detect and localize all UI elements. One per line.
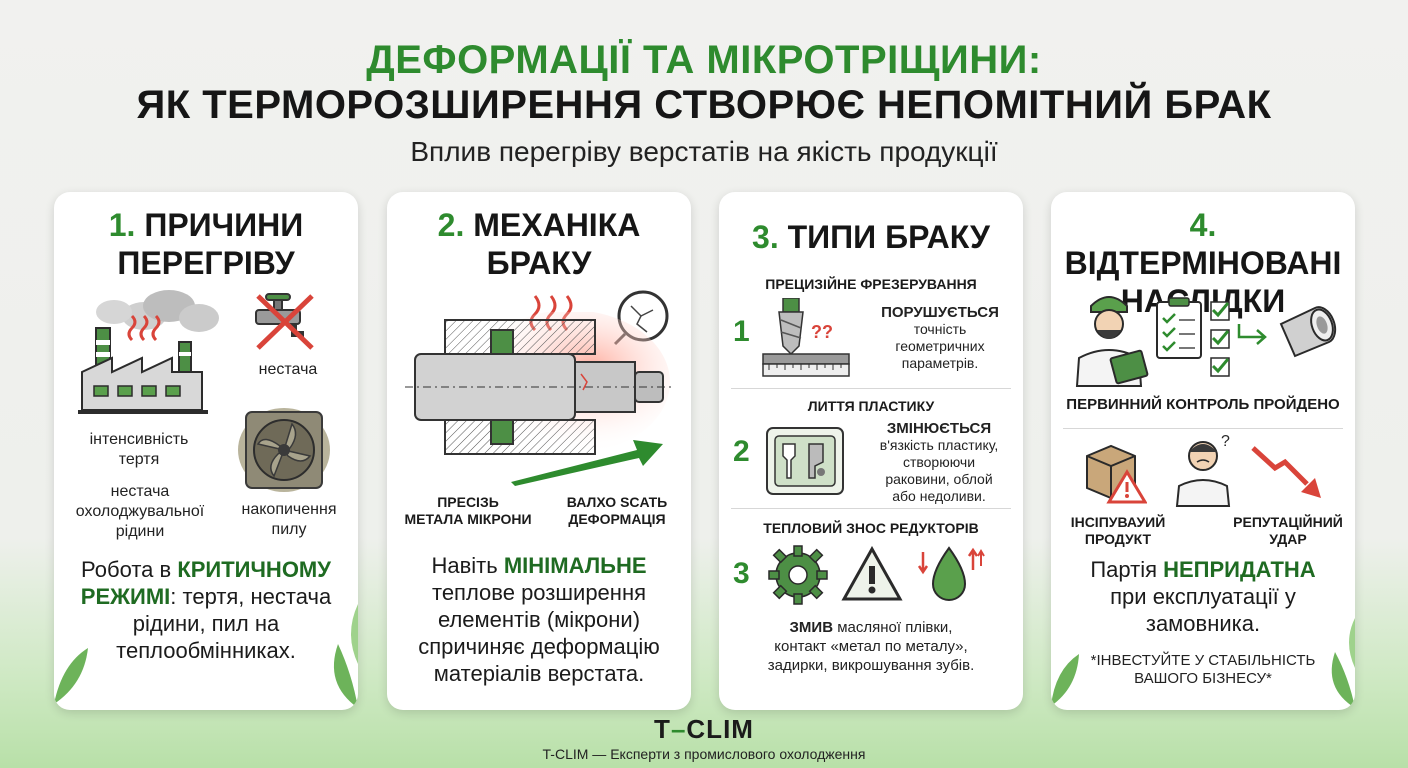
card-mechanics: 2. МЕХАНІКА БРАКУ bbox=[387, 192, 691, 710]
factory-icon bbox=[78, 290, 219, 414]
label-product-1: ІНСІПУВАУИЙ bbox=[1070, 514, 1166, 530]
note-line-1: *ІНВЕСТУЙТЕ У СТАБІЛЬНІСТЬ bbox=[1090, 652, 1316, 669]
label-metal-2: МЕТАЛА МІКРОНИ bbox=[404, 511, 532, 527]
flow-arrow-icon bbox=[1237, 324, 1267, 345]
card-title: 4. ВІДТЕРМІНОВАНІ НАСЛІДКИ bbox=[1064, 207, 1342, 319]
card-title: 2. МЕХАНІКА БРАКУ bbox=[437, 207, 641, 281]
divider bbox=[731, 508, 1011, 509]
label-coolant-3: рідини bbox=[115, 523, 165, 540]
section-plastic-title: ЛИТТЯ ПЛАСТИКУ bbox=[807, 398, 935, 414]
control-label: ПЕРВИННИЙ КОНТРОЛЬ ПРОЙДЕНО bbox=[1066, 396, 1340, 413]
warning-triangle-icon bbox=[841, 546, 903, 601]
section-gearbox-text: ЗМИВ масляної плівки, контакт «метал по … bbox=[767, 619, 975, 674]
card-description: Навіть МІНІМАЛЬНЕ теплове розширення еле… bbox=[418, 553, 660, 686]
confused-person-icon: ? bbox=[1175, 433, 1231, 507]
section-plastic-text: ЗМІНЮЄТЬСЯ в'язкість пластику, створюючи… bbox=[879, 420, 999, 504]
section-gearbox-number: 3 bbox=[733, 557, 750, 590]
card-description: Партія НЕПРИДАТНА при експлуатації у зам… bbox=[1090, 557, 1316, 636]
section-milling-number: 1 bbox=[733, 315, 750, 348]
t-clim-logo: T–CLIM bbox=[654, 714, 754, 744]
label-reputation-1: РЕПУТАЦІЙНИЙ bbox=[1233, 514, 1343, 530]
label-friction-2: тертя bbox=[118, 451, 160, 468]
section-plastic-number: 2 bbox=[733, 435, 750, 468]
header: ДЕФОРМАЦІЇ ТА МІКРОТРІЩИНИ: ЯК ТЕРМОРОЗШ… bbox=[0, 38, 1408, 168]
label-metal-1: ПРЕСІЗЬ bbox=[437, 494, 499, 510]
label-dust-1: накопичення bbox=[241, 501, 337, 518]
section-gearbox-title: ТЕПЛОВИЙ ЗНОС РЕДУКТОРІВ bbox=[763, 520, 979, 536]
leaf-left-icon bbox=[54, 648, 88, 704]
pipe-part-icon bbox=[1279, 306, 1337, 358]
label-friction-1: інтенсивність bbox=[89, 431, 189, 448]
title-line-2: ЯК ТЕРМОРОЗШИРЕННЯ СТВОРЮЄ НЕПОМІТНИЙ БР… bbox=[136, 83, 1272, 127]
deformation-arrow-icon bbox=[511, 440, 663, 486]
label-product-2: ПРОДУКТ bbox=[1084, 531, 1152, 547]
card-title: 3. ТИПИ БРАКУ bbox=[752, 219, 990, 255]
card-delayed-effects: 4. ВІДТЕРМІНОВАНІ НАСЛІДКИ ПЕРВИННИЙ КОН… bbox=[1051, 192, 1355, 710]
dusty-fan-icon bbox=[238, 408, 330, 492]
checklist-icon bbox=[1156, 297, 1230, 377]
down-trend-icon bbox=[1251, 446, 1321, 498]
mold-icon bbox=[766, 427, 844, 495]
label-deform-2: ДЕФОРМАЦІЯ bbox=[568, 511, 666, 527]
leaf-right-icon bbox=[333, 604, 358, 708]
title-line-1: ДЕФОРМАЦІЇ ТА МІКРОТРІЩИНИ: bbox=[366, 38, 1042, 82]
box-warning-icon bbox=[1086, 444, 1147, 504]
section-milling-text: ПОРУШУЄТЬСЯ точність геометричних параме… bbox=[881, 304, 999, 371]
label-coolant-2: охолоджувальної bbox=[75, 503, 205, 520]
crossed-faucet-icon bbox=[255, 293, 314, 350]
gear-icon bbox=[768, 545, 828, 605]
shaft-cross-section-icon bbox=[405, 312, 673, 455]
label-reputation-2: УДАР bbox=[1269, 531, 1307, 547]
oil-drop-icon bbox=[917, 546, 985, 601]
label-coolant-1: нестача bbox=[110, 483, 170, 500]
svg-text:?: ? bbox=[1221, 433, 1230, 450]
section-milling-title: ПРЕЦИЗІЙНЕ ФРЕЗЕРУВАННЯ bbox=[765, 276, 977, 292]
card-causes: 1. ПРИЧИНИ ПЕРЕГРІВУ нестача інтенсивніс… bbox=[54, 192, 358, 710]
card-description: Робота в КРИТИЧНОМУ РЕЖИМІ: тертя, неста… bbox=[80, 557, 332, 663]
label-deform-1: ВАЛХО SCATЬ bbox=[566, 494, 668, 510]
footer-tagline: T-CLIM — Експерти з промислового охолодж… bbox=[542, 746, 866, 762]
inspector-icon bbox=[1075, 296, 1149, 387]
milling-cutter-icon: ?? bbox=[762, 298, 850, 377]
note-line-2: ВАШОГО БІЗНЕСУ* bbox=[1134, 670, 1272, 687]
label-dust-2: пилу bbox=[271, 521, 307, 538]
subtitle: Вплив перегріву верстатів на якість прод… bbox=[410, 136, 998, 167]
footer: T–CLIM T-CLIM — Експерти з промислового … bbox=[0, 716, 1408, 762]
svg-text:??: ?? bbox=[811, 322, 833, 342]
card-title: 1. ПРИЧИНИ ПЕРЕГРІВУ bbox=[108, 207, 304, 281]
leaf-left-icon bbox=[1051, 654, 1079, 706]
leaf-right-icon bbox=[1331, 618, 1355, 708]
divider bbox=[1063, 428, 1343, 429]
divider bbox=[731, 388, 1011, 389]
card-defect-types: 3. ТИПИ БРАКУ ПРЕЦИЗІЙНЕ ФРЕЗЕРУВАННЯ 1 … bbox=[719, 192, 1023, 710]
label-shortage: нестача bbox=[258, 361, 318, 378]
